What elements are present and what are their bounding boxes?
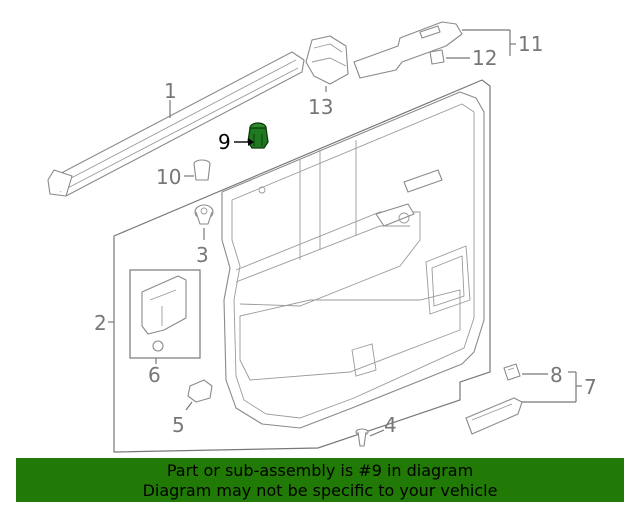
callout-12[interactable]: 12 <box>472 46 497 70</box>
part-10-retainer[interactable] <box>193 159 211 181</box>
banner-line-2: Diagram may not be specific to your vehi… <box>142 481 498 500</box>
callout-10[interactable]: 10 <box>156 165 181 189</box>
part-6-bracket[interactable] <box>141 275 187 352</box>
callout-7[interactable]: 7 <box>584 375 597 399</box>
parts-diagram: 1 2 3 10 <box>47 21 597 453</box>
part-8-insert[interactable] <box>503 363 521 381</box>
callout-8[interactable]: 8 <box>550 363 563 387</box>
callout-2[interactable]: 2 <box>94 311 107 335</box>
part-11-switch-bezel[interactable] <box>353 21 463 79</box>
callout-5[interactable]: 5 <box>172 413 185 437</box>
part-6-group-box <box>129 269 201 359</box>
callout-4[interactable]: 4 <box>384 413 397 437</box>
callout-1[interactable]: 1 <box>164 79 177 103</box>
callout-6[interactable]: 6 <box>148 363 161 387</box>
callout-11[interactable]: 11 <box>518 32 543 56</box>
callout-13[interactable]: 13 <box>308 95 333 119</box>
part-12-clip[interactable] <box>429 49 445 65</box>
callout-3[interactable]: 3 <box>196 243 209 267</box>
part-7-pocket-trim[interactable] <box>465 397 523 435</box>
part-3-push-pin[interactable] <box>194 204 214 225</box>
door-trim-panel[interactable] <box>221 91 485 429</box>
part-4-screw[interactable] <box>355 428 369 447</box>
info-banner: Part or sub-assembly is #9 in diagram Di… <box>16 458 624 502</box>
banner-line-1: Part or sub-assembly is #9 in diagram <box>166 461 474 480</box>
callout-9[interactable]: 9 <box>218 130 231 154</box>
part-5-bracket[interactable] <box>187 379 213 403</box>
part-1-belt-molding[interactable] <box>47 51 305 197</box>
part-13-switch[interactable] <box>305 35 349 85</box>
part-9-clip-highlighted[interactable] <box>247 122 269 149</box>
door-panel-outline <box>113 79 491 453</box>
